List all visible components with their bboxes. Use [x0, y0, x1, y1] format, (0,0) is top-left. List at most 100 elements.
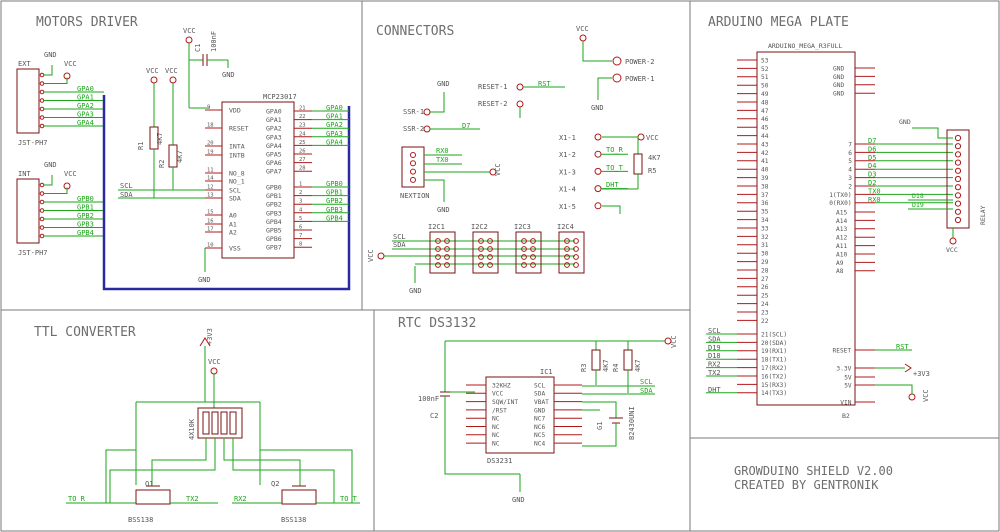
q1-label: Q1 — [145, 480, 153, 488]
i2c-pin — [521, 238, 527, 244]
mcp-right-pin-num: 24 — [299, 131, 306, 137]
mcp-left-pin-num: 16 — [207, 219, 214, 225]
section-title-ttl: TTL CONVERTER — [34, 325, 136, 340]
tx2-label: TX2 — [186, 495, 199, 503]
mega-b2: B2 — [842, 412, 850, 420]
mcp-left-pin-num: 10 — [207, 243, 214, 249]
mega-left-pin-name: 51 — [761, 74, 769, 81]
mcp-right-pin-num: 3 — [299, 199, 302, 205]
i2c-pin — [573, 254, 579, 260]
arduino-mega: ARDUINO_MEGA_R3FULL B2 53525150494847464… — [706, 42, 987, 420]
mega-vcc-node — [908, 393, 916, 401]
mega-power-pin-name: 3.3V — [836, 365, 851, 372]
mega-5v-wire — [875, 384, 913, 394]
mega-title: ARDUINO_MEGA_R3FULL — [768, 42, 842, 50]
vcc-label-2: VCC — [64, 170, 77, 178]
i2c-pin — [478, 246, 484, 252]
mega-digital-net: D6 — [868, 145, 876, 153]
d18-label-relay: D18 — [912, 192, 924, 200]
nextion-label: NEXTION — [400, 192, 430, 200]
c2-label: C2 — [430, 412, 438, 420]
mega-left-pin-name: 26 — [761, 284, 769, 291]
ssr2-label: SSR-2 — [403, 125, 424, 133]
x1-pin — [594, 185, 602, 193]
mcp23017-name: MCP23017 — [263, 93, 297, 101]
x1-pin — [594, 150, 602, 158]
nextion-body — [401, 146, 425, 188]
jst-pin — [39, 216, 45, 222]
mega-analog-pin-name: A13 — [836, 226, 847, 233]
mega-left-pin-name: 53 — [761, 57, 769, 64]
sda-label-motors: SDA — [120, 191, 133, 199]
mcp-right-pin-num: 5 — [299, 216, 302, 222]
jst-pin — [39, 191, 45, 196]
gpa-net-label: GPA2 — [77, 102, 94, 110]
i2c-pin — [444, 254, 450, 260]
mega-analog-pin-name: A11 — [836, 243, 847, 250]
x1-pin — [594, 167, 602, 175]
c1-label: C1 — [194, 44, 202, 52]
mcp-left-pin-name: A1 — [229, 221, 237, 229]
r5-value: 4K7 — [648, 154, 661, 162]
d7-label-conn: D7 — [462, 122, 470, 130]
mcp-right-pin-name: GPA3 — [266, 133, 282, 141]
mega-serial-pin-name: 21(SCL) — [761, 331, 787, 338]
r5-body — [633, 153, 643, 175]
jst-pin — [39, 233, 45, 239]
connectors-section: VCC POWER-2 POWER-1 GND RESET-1 RESET-2 … — [367, 25, 661, 295]
gnd-label-mcp: GND — [198, 276, 211, 284]
relay-pin — [954, 200, 962, 207]
relay-pin — [954, 192, 962, 199]
relay-pin — [954, 159, 962, 166]
mega-left-pin-name: 32 — [761, 234, 769, 241]
mega-digital-net: D7 — [868, 137, 876, 145]
mega-power-pin-name: 5V — [844, 382, 852, 389]
nextion-pin — [410, 160, 416, 167]
jst-pin — [39, 199, 45, 205]
mega-3v3-arrow — [904, 363, 912, 373]
rtc-left-pin-name: NC — [492, 432, 500, 439]
mega-gnd-pin-name: GND — [833, 65, 844, 72]
mega-3v3-net: +3V3 — [913, 370, 930, 378]
c2-value: 100nF — [418, 395, 439, 403]
rst-label-conn: RST — [538, 80, 551, 88]
mcp-bus-net-label: GPB4 — [326, 214, 343, 222]
reset2-label: RESET-2 — [478, 100, 508, 108]
x1-pin-label: X1-2 — [559, 151, 576, 159]
x1-pin — [594, 133, 602, 141]
scl-label-rtc: SCL — [640, 378, 653, 386]
footer-line-1: GROWDUINO SHIELD V2.00 — [734, 464, 893, 478]
vcc-label-x: VCC — [646, 134, 659, 142]
r4-body — [623, 349, 633, 371]
rtc-left-pin-name: NC — [492, 424, 500, 431]
mcp-bus-net-label: GPA0 — [326, 104, 343, 112]
mega-analog-pin-name: A14 — [836, 218, 847, 225]
rtc-right-pin-name: NC4 — [534, 441, 545, 448]
i2c-header-body — [429, 231, 456, 274]
mcp-bus-net-label: GPB0 — [326, 180, 343, 188]
mcp-right-pin-num: 2 — [299, 190, 302, 196]
mcp-right-pin-name: GPA0 — [266, 108, 282, 116]
i2c-pin — [573, 238, 579, 244]
reset1-label: RESET-1 — [478, 83, 508, 91]
rx0-label-conn: RX0 — [436, 147, 449, 155]
mega-left-pin-name: 47 — [761, 108, 769, 115]
vcc-label-1: VCC — [64, 60, 77, 68]
scl-label-conn: SCL — [393, 233, 406, 241]
rtc-left-pin-name: SQW/INT — [492, 399, 518, 406]
mega-left-pin-name: 48 — [761, 99, 769, 106]
mcp-bus-net-label: GPB3 — [326, 206, 343, 214]
d19-label-relay: D19 — [912, 201, 924, 209]
r3-label: R3 — [580, 364, 588, 372]
rtc-right-pin-name: NC7 — [534, 416, 545, 423]
mega-serial-net: DHT — [708, 386, 721, 394]
i2c-header-body — [472, 231, 499, 274]
jst-pin — [39, 208, 45, 213]
jst-pin — [39, 89, 45, 95]
mega-left-pin-name: 39 — [761, 175, 769, 182]
mega-analog-pin-name: A10 — [836, 251, 847, 258]
i2c-header-label: I2C4 — [557, 223, 574, 231]
mcp-right-pin-num: 27 — [299, 157, 306, 163]
mega-power-pin-name: VIN — [840, 399, 851, 406]
gnd-label-c1: GND — [222, 71, 235, 79]
